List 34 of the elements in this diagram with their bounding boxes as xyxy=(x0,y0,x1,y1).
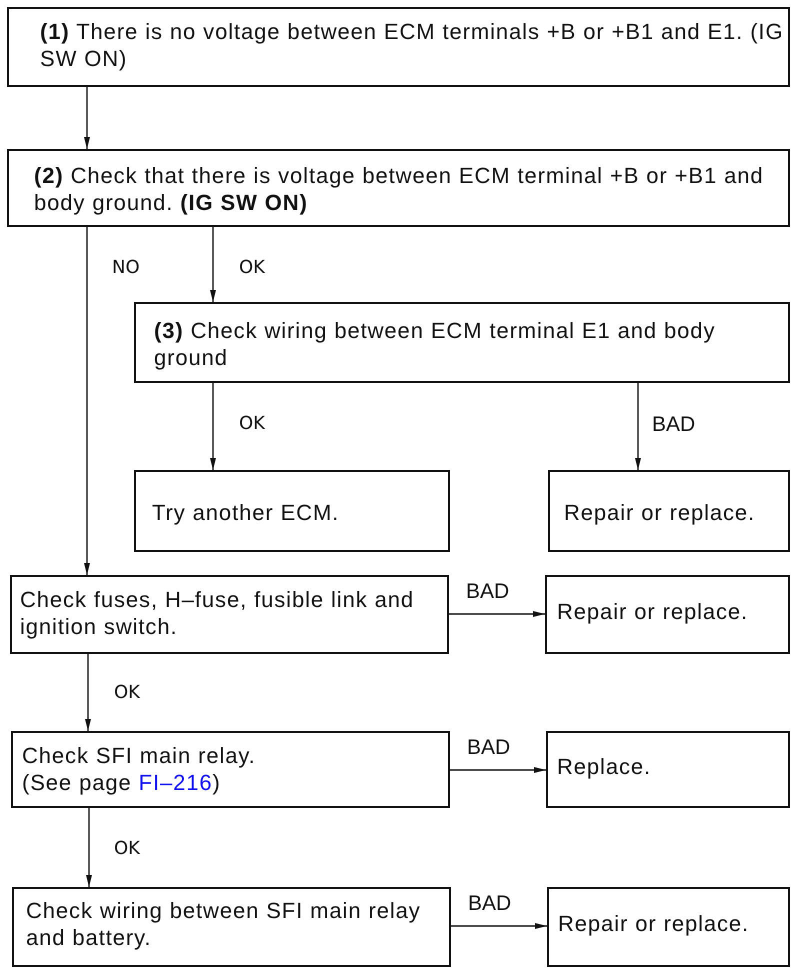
step-text: (See page FI–216) xyxy=(22,769,222,796)
step-text: (3) Check wiring between ECM terminal E1 and body ground xyxy=(154,317,716,371)
step-text: Replace. xyxy=(557,753,652,780)
arrow xyxy=(451,923,547,929)
step-text: Repair or replace. xyxy=(557,598,750,625)
step-text: Check wiring between SFI main relay and battery. xyxy=(26,897,422,951)
step-text: Try another ECM. xyxy=(152,499,340,526)
step-text: Repair or replace. xyxy=(558,910,750,937)
arrow xyxy=(449,611,545,617)
process-box xyxy=(134,302,790,383)
page-link: FI–216 xyxy=(138,770,213,795)
arrow xyxy=(84,227,90,575)
process-box xyxy=(7,149,790,227)
process-box xyxy=(547,887,790,967)
step-text: (1) There is no voltage between ECM terminals +B or +B1 and E1. (IG SW ON) xyxy=(40,18,784,72)
arrow xyxy=(450,767,546,773)
arrow xyxy=(86,808,92,887)
arrow xyxy=(210,383,216,470)
arrow xyxy=(84,87,90,149)
process-box xyxy=(12,887,451,967)
arrow xyxy=(210,227,216,302)
step-text: Check SFI main relay. xyxy=(22,742,257,769)
step-text: (2) Check that there is voltage between ECM terminal +B or +B1 and body ground. (IG SW ON) xyxy=(34,162,765,216)
process-box xyxy=(134,470,450,552)
arrow xyxy=(85,654,91,731)
step-text: Repair or replace. xyxy=(564,499,756,526)
process-box xyxy=(7,7,790,87)
process-box xyxy=(548,470,790,552)
process-box xyxy=(546,731,790,808)
process-box xyxy=(10,575,449,654)
process-box xyxy=(545,575,790,654)
step-text: Check fuses, H–fuse, fusible link and ignition switch. xyxy=(20,586,416,640)
process-box xyxy=(11,731,450,808)
arrow xyxy=(635,383,641,470)
